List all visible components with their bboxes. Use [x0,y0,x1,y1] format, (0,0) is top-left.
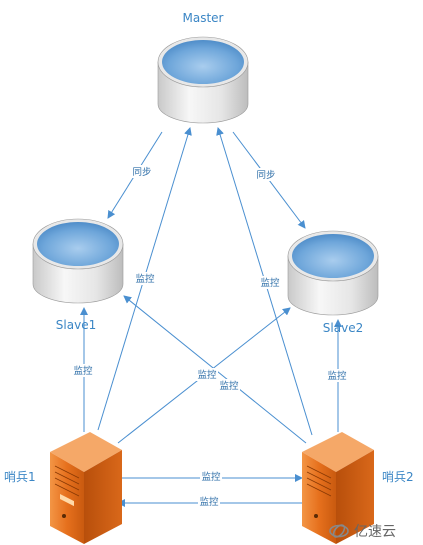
master-database [157,36,249,124]
sync-label-left: 同步 [132,167,151,178]
monitor-label-slave2: 监控 [327,370,347,382]
monitor-label-master-left: 监控 [135,273,155,285]
slave1-database [32,218,124,304]
monitor-label-slave1: 监控 [73,365,93,377]
watermark: 亿速云 [329,524,396,540]
edge-labels: 同步 同步 监控 监控 监控 监控 监控 监控 监控 监控 [72,165,348,508]
monitor-label-s1-to-s2: 监控 [201,471,221,483]
sync-label-right: 同步 [256,170,275,181]
sentinel1-label: 哨兵1 [4,469,36,484]
watermark-logo-icon [329,524,349,538]
slave1-label: Slave1 [56,318,96,332]
sentinel2-server [302,432,374,544]
sentinel1-server [50,432,122,544]
slave2-label: Slave2 [323,321,363,335]
monitor-label-s2-to-s1: 监控 [199,496,219,508]
master-label: Master [183,11,224,25]
sentinel2-label: 哨兵2 [382,469,414,484]
watermark-text: 亿速云 [354,524,396,540]
monitor-label-cross-a: 监控 [197,369,217,381]
monitor-label-master-right: 监控 [260,277,280,289]
slave2-database [287,230,379,316]
monitor-label-cross-b: 监控 [219,380,239,392]
connections [80,127,342,507]
